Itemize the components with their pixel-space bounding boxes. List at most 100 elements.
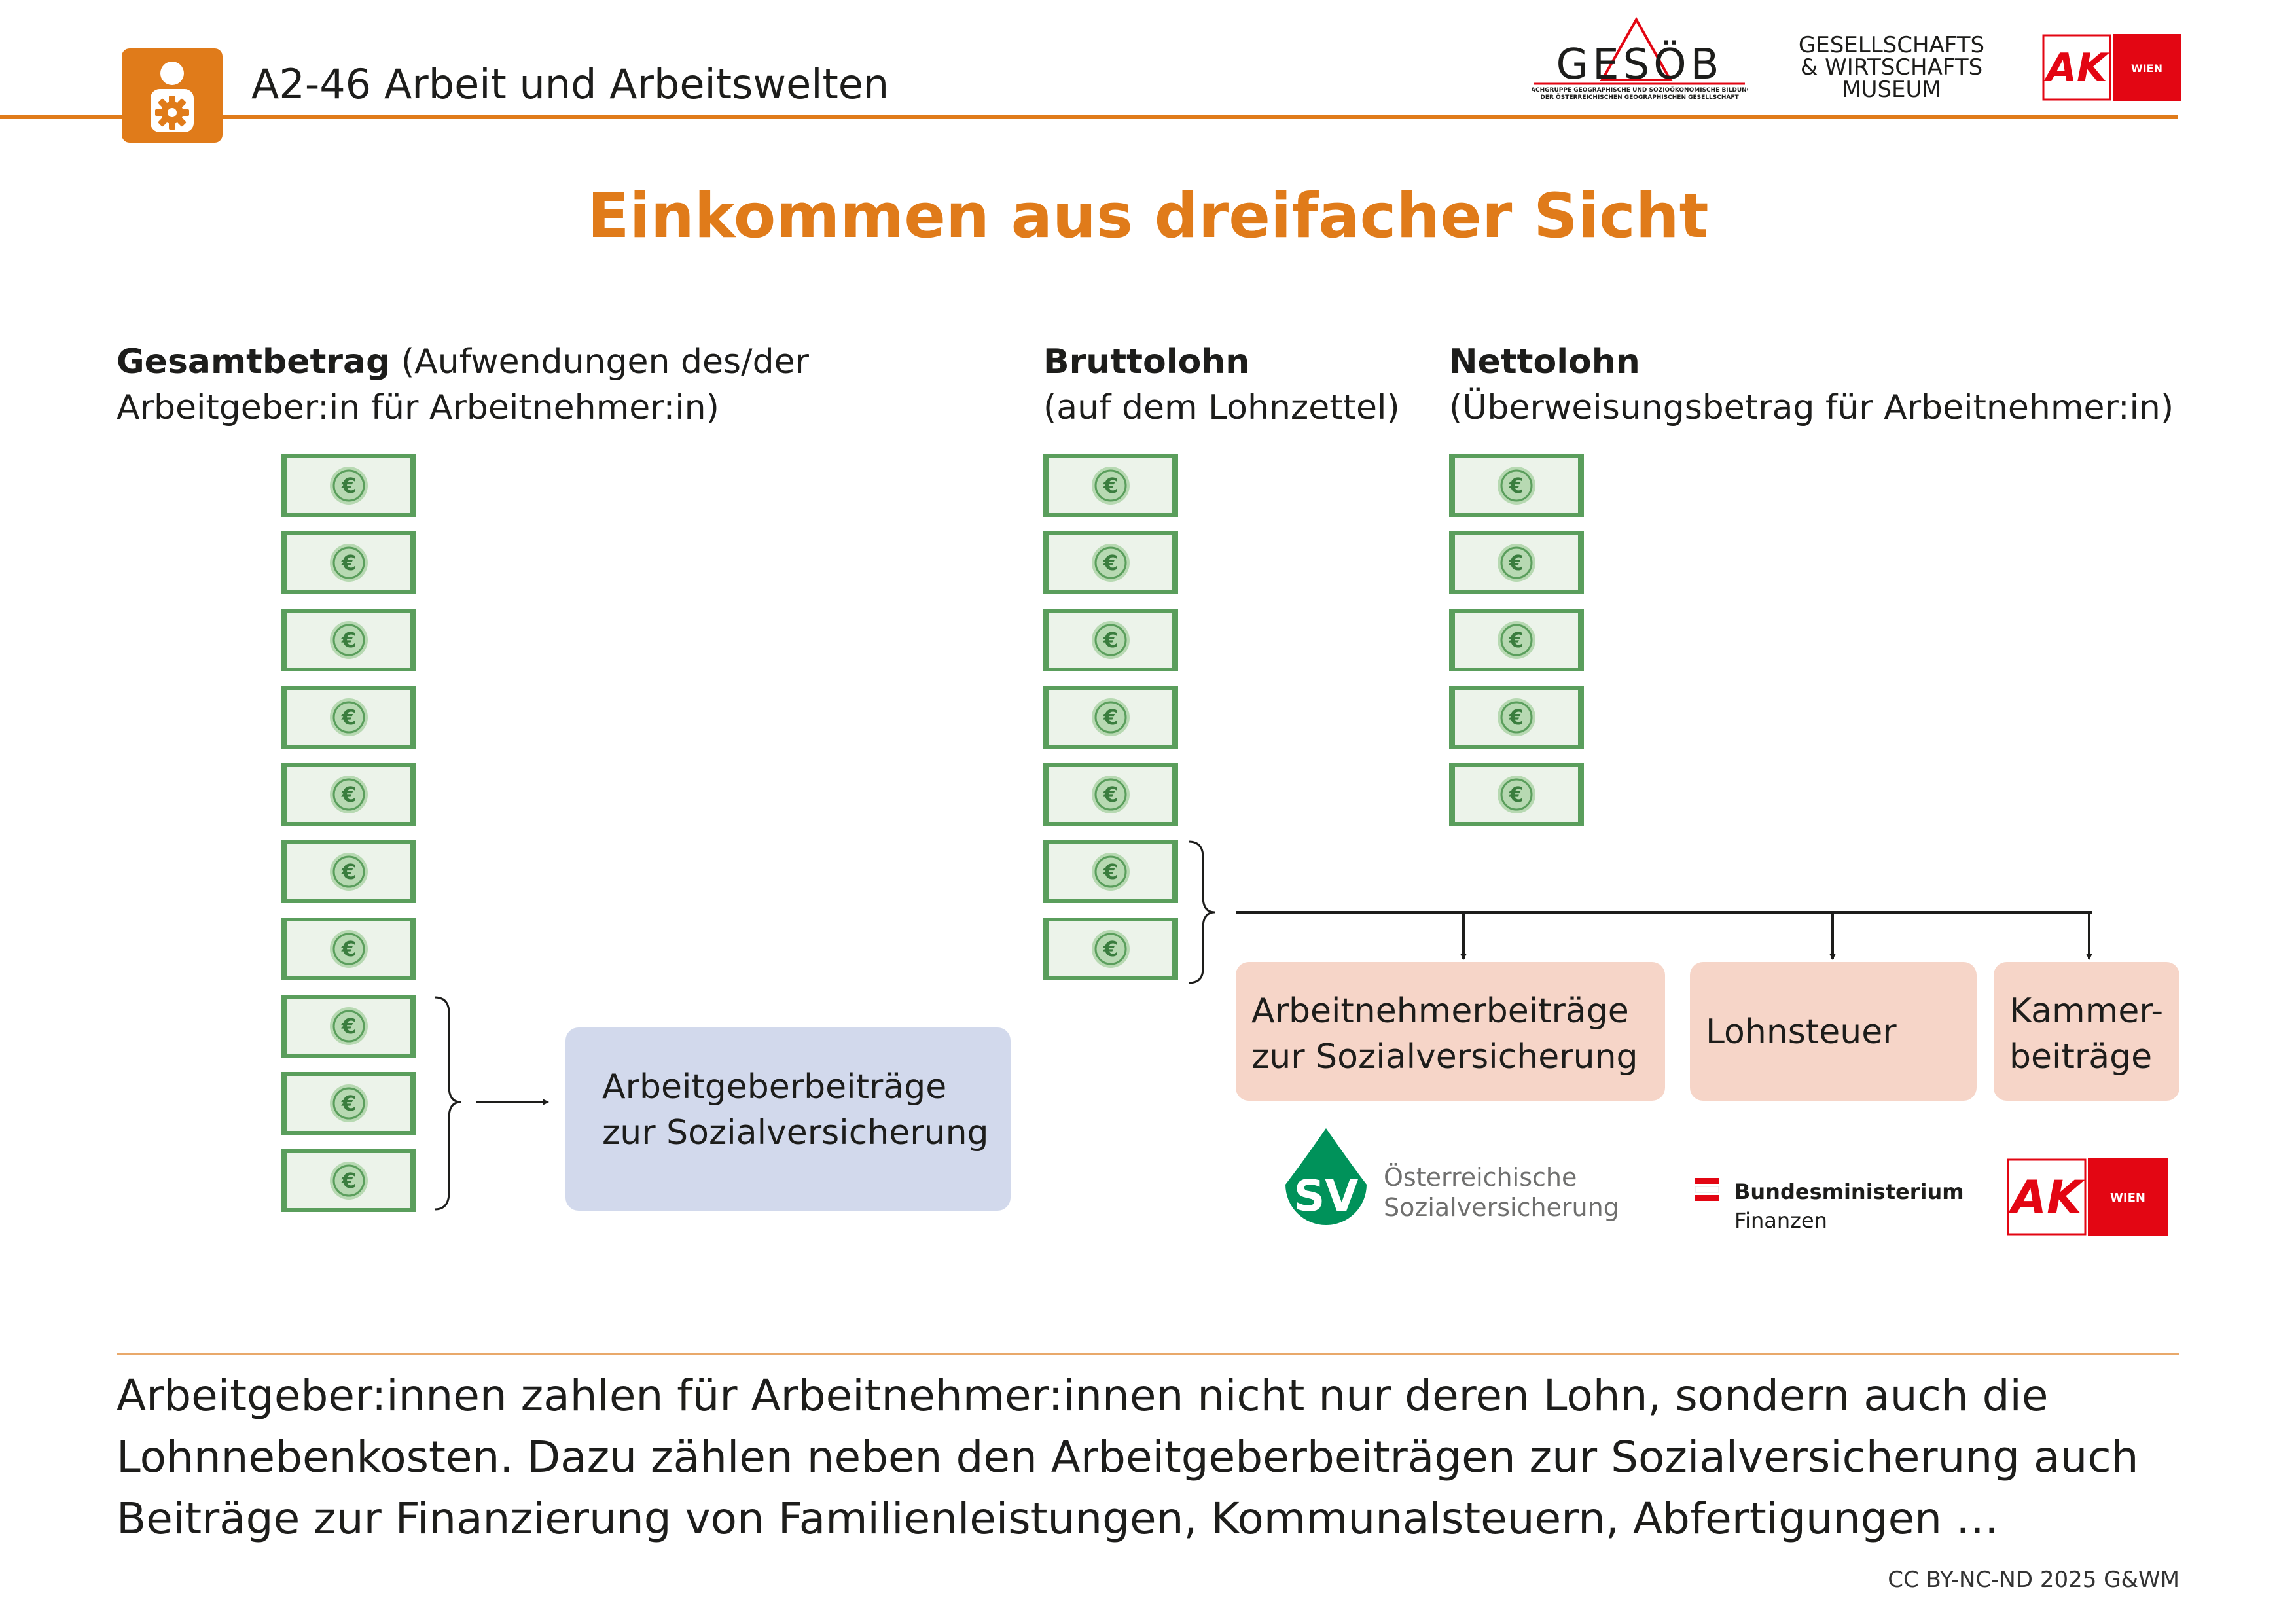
euro-bill-icon: €: [1043, 918, 1178, 980]
euro-bill-icon: €: [281, 995, 416, 1058]
euro-bill-icon: €: [1449, 686, 1584, 749]
heading-brutto-bold: Bruttolohn: [1043, 342, 1250, 382]
euro-bill-icon: €: [1043, 531, 1178, 594]
svg-text:€: €: [341, 1014, 356, 1039]
euro-bill-icon: €: [281, 531, 416, 594]
bmf-logo: Bundesministerium Finanzen: [1694, 1175, 1969, 1241]
euro-bill-icon: €: [281, 918, 416, 980]
deduction-kammer-line1: Kammer-: [2009, 991, 2164, 1031]
worker-gear-icon: [151, 62, 194, 132]
svg-text:€: €: [1103, 550, 1118, 575]
euro-bill-icon: €: [281, 609, 416, 671]
heading-bruttolohn: Bruttolohn (auf dem Lohnzettel): [1043, 339, 1400, 431]
euro-bill-icon: €: [281, 763, 416, 826]
header-rule: [0, 115, 2178, 119]
deduction-employee-sv-line1: Arbeitnehmerbeiträge: [1251, 991, 1629, 1031]
bmf-line-2: Finanzen: [1734, 1208, 1827, 1233]
heading-gesamtbetrag: Gesamtbetrag (Aufwendungen des/der Arbei…: [117, 339, 809, 431]
euro-bill-icon: €: [281, 840, 416, 903]
heading-gesamt-bold: Gesamtbetrag: [117, 342, 391, 382]
ak-wien-label: WIEN: [2131, 62, 2162, 75]
ak-institution-wordmark: AK: [2008, 1171, 2085, 1224]
svg-text:€: €: [1509, 782, 1524, 807]
euro-bill-icon: €: [281, 686, 416, 749]
svg-text:€: €: [341, 473, 356, 498]
sv-badge-text: SV: [1294, 1171, 1359, 1221]
topic-icon: [122, 48, 223, 143]
museum-line-3: MUSEUM: [1842, 77, 1941, 103]
museum-line-2: & WIRTSCHAFTS: [1800, 54, 1983, 80]
gesoeb-logo: GESÖB FACHGRUPPE GEOGRAPHISCHE UND SOZIO…: [1528, 16, 1751, 101]
svg-text:€: €: [341, 705, 356, 730]
svg-text:€: €: [1103, 859, 1118, 884]
svg-text:€: €: [1103, 936, 1118, 961]
explanation-line-3: Beiträge zur Finanzierung von Familienle…: [117, 1493, 1999, 1544]
gesoeb-subtitle-2: DER ÖSTERREICHISCHEN GEOGRAPHISCHEN GESE…: [1540, 94, 1739, 101]
header-title: A2-46 Arbeit und Arbeitswelten: [251, 60, 889, 108]
svg-text:€: €: [1509, 628, 1524, 652]
sv-logo: SV Österreichische Sozialversicherung: [1278, 1126, 1631, 1243]
svg-text:€: €: [341, 782, 356, 807]
euro-bill-icon: €: [281, 1149, 416, 1212]
euro-bill-icon: €: [1043, 840, 1178, 903]
svg-text:€: €: [341, 550, 356, 575]
gesoeb-wordmark: GESÖB: [1556, 40, 1723, 89]
euro-bill-icon: €: [1043, 609, 1178, 671]
deduction-lohnsteuer-label: Lohnsteuer: [1706, 1012, 1897, 1052]
employer-box-line2: zur Sozialversicherung: [602, 1113, 989, 1152]
museum-logo: GESELLSCHAFTS & WIRTSCHAFTS MUSEUM: [1793, 34, 1990, 101]
deduction-box-lohnsteuer: Lohnsteuer: [1690, 962, 1977, 1101]
ak-logo-header: AK WIEN: [2042, 34, 2181, 101]
deduction-employee-sv-line2: zur Sozialversicherung: [1251, 1037, 1638, 1077]
euro-bill-icon: €: [1043, 454, 1178, 517]
sv-line-1: Österreichische: [1384, 1163, 1577, 1192]
euro-bill-icon: €: [281, 454, 416, 517]
euro-bill-icon: €: [1449, 531, 1584, 594]
heading-gesamt-line2: Arbeitgeber:in für Arbeitnehmer:in): [117, 388, 719, 427]
deduction-kammer-line2: beiträge: [2009, 1037, 2153, 1077]
euro-bill-icon: €: [1449, 609, 1584, 671]
euro-bill-icon: €: [281, 1072, 416, 1135]
svg-text:€: €: [341, 859, 356, 884]
heading-netto-bold: Nettolohn: [1449, 342, 1640, 382]
svg-text:€: €: [341, 1168, 356, 1193]
license-text: CC BY-NC-ND 2025 G&WM: [1888, 1567, 2179, 1593]
museum-line-1: GESELLSCHAFTS: [1798, 32, 1985, 58]
euro-bill-icon: €: [1043, 763, 1178, 826]
page-title: Einkommen aus dreifacher Sicht: [587, 181, 1709, 252]
heading-netto-line2: (Überweisungsbetrag für Arbeitnehmer:in): [1449, 388, 2174, 427]
svg-text:€: €: [1103, 782, 1118, 807]
ak-institution-wien: WIEN: [2110, 1191, 2145, 1205]
svg-text:€: €: [1509, 550, 1524, 575]
deduction-box-kammer: Kammer- beiträge: [1994, 962, 2179, 1101]
svg-text:€: €: [1509, 473, 1524, 498]
svg-text:€: €: [341, 628, 356, 652]
svg-text:€: €: [341, 936, 356, 961]
heading-gesamt-rest: (Aufwendungen des/der: [390, 342, 809, 382]
svg-text:€: €: [1509, 705, 1524, 730]
ak-wordmark: AK: [2044, 45, 2110, 91]
bottom-rule: [117, 1353, 2179, 1355]
heading-brutto-line2: (auf dem Lohnzettel): [1043, 388, 1400, 427]
explanation-line-2: Lohnnebenkosten. Dazu zählen neben den A…: [117, 1432, 2139, 1482]
sv-line-2: Sozialversicherung: [1384, 1193, 1619, 1222]
employer-contributions-box: Arbeitgeberbeiträge zur Sozialversicheru…: [565, 1027, 1011, 1211]
explanation-text: Arbeitgeber:innen zahlen für Arbeitnehme…: [117, 1365, 2211, 1550]
bmf-line-1: Bundesministerium: [1734, 1179, 1964, 1204]
brace-employer: [434, 996, 461, 1211]
ak-logo-institution: AK WIEN: [2007, 1158, 2168, 1236]
heading-nettolohn: Nettolohn (Überweisungsbetrag für Arbeit…: [1449, 339, 2174, 431]
svg-text:€: €: [1103, 473, 1118, 498]
explanation-line-1: Arbeitgeber:innen zahlen für Arbeitnehme…: [117, 1370, 2049, 1421]
employer-box-line1: Arbeitgeberbeiträge: [602, 1067, 947, 1107]
brace-deductions: [1188, 840, 1215, 984]
euro-bill-icon: €: [1043, 686, 1178, 749]
deduction-box-employee-sv: Arbeitnehmerbeiträge zur Sozialversicher…: [1236, 962, 1665, 1101]
euro-bill-icon: €: [1449, 454, 1584, 517]
gesoeb-subtitle-1: FACHGRUPPE GEOGRAPHISCHE UND SOZIOÖKONOM…: [1532, 86, 1748, 94]
euro-bill-icon: €: [1449, 763, 1584, 826]
svg-text:€: €: [1103, 628, 1118, 652]
svg-text:€: €: [1103, 705, 1118, 730]
svg-text:€: €: [341, 1091, 356, 1116]
